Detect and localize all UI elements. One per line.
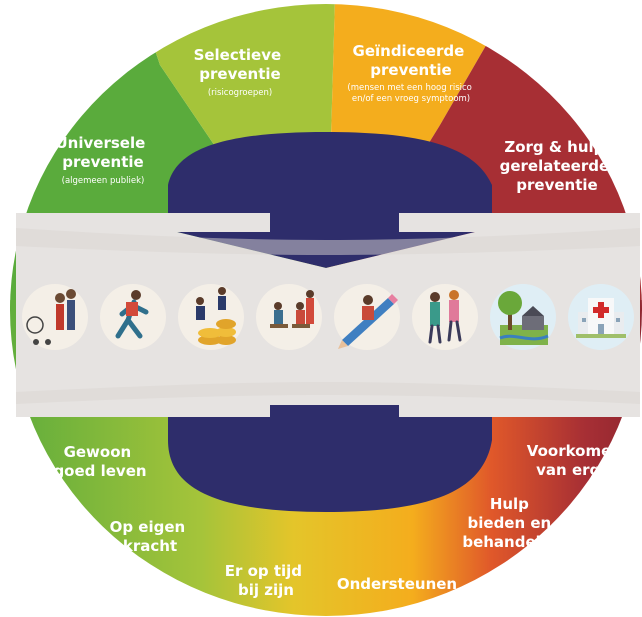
bottom-label-voorkomen-van-erger: Voorkomen van erger (527, 442, 627, 479)
band-shadow-bottom (16, 382, 640, 404)
classroom-icon (256, 284, 322, 350)
icon-row (22, 284, 634, 350)
coins-climb-icon (178, 284, 244, 350)
down-arrow-top (168, 132, 492, 268)
segment-subtitle-selectieve: (risicogroepen) (208, 88, 272, 98)
segment-title-geindiceerde: Geïndiceerde preventie (353, 42, 470, 79)
segment-universele (10, 4, 326, 310)
middle-band (16, 213, 640, 417)
segment-zorg-hulp (326, 4, 642, 310)
landscape-tree-icon (490, 284, 556, 350)
segment-title-selectieve: Selectieve preventie (194, 46, 287, 83)
bottom-label-op-eigen-kracht: Op eigen kracht (110, 518, 191, 555)
bottom-label-er-op-tijd-bij-zijn: Er op tijd bij zijn (225, 562, 308, 599)
runner-icon (100, 284, 166, 350)
bottom-bowl (168, 405, 492, 512)
hospital-icon (568, 284, 634, 350)
segment-subtitle-universele: (algemeen publiek) (62, 176, 145, 186)
reading-pencil-icon (334, 284, 400, 350)
band-shadow-top (16, 228, 640, 255)
segment-title-zorg-hulp: Zorg & hulp gerelateerde preventie (500, 138, 615, 194)
segment-subtitle-geindiceerde: (mensen met een hoog risico en/of een vr… (347, 83, 474, 104)
bottom-label-gewoon-goed-leven: Gewoon goed leven (53, 443, 146, 480)
segment-title-universele: Universele preventie (56, 134, 151, 171)
family-stroller-icon (22, 284, 88, 350)
bottom-label-ondersteunen: Ondersteunen (337, 575, 457, 593)
bottom-label-hulp-bieden-en-behandelen: Hulp bieden en behandelen (462, 495, 561, 551)
friends-walking-icon (412, 284, 478, 350)
